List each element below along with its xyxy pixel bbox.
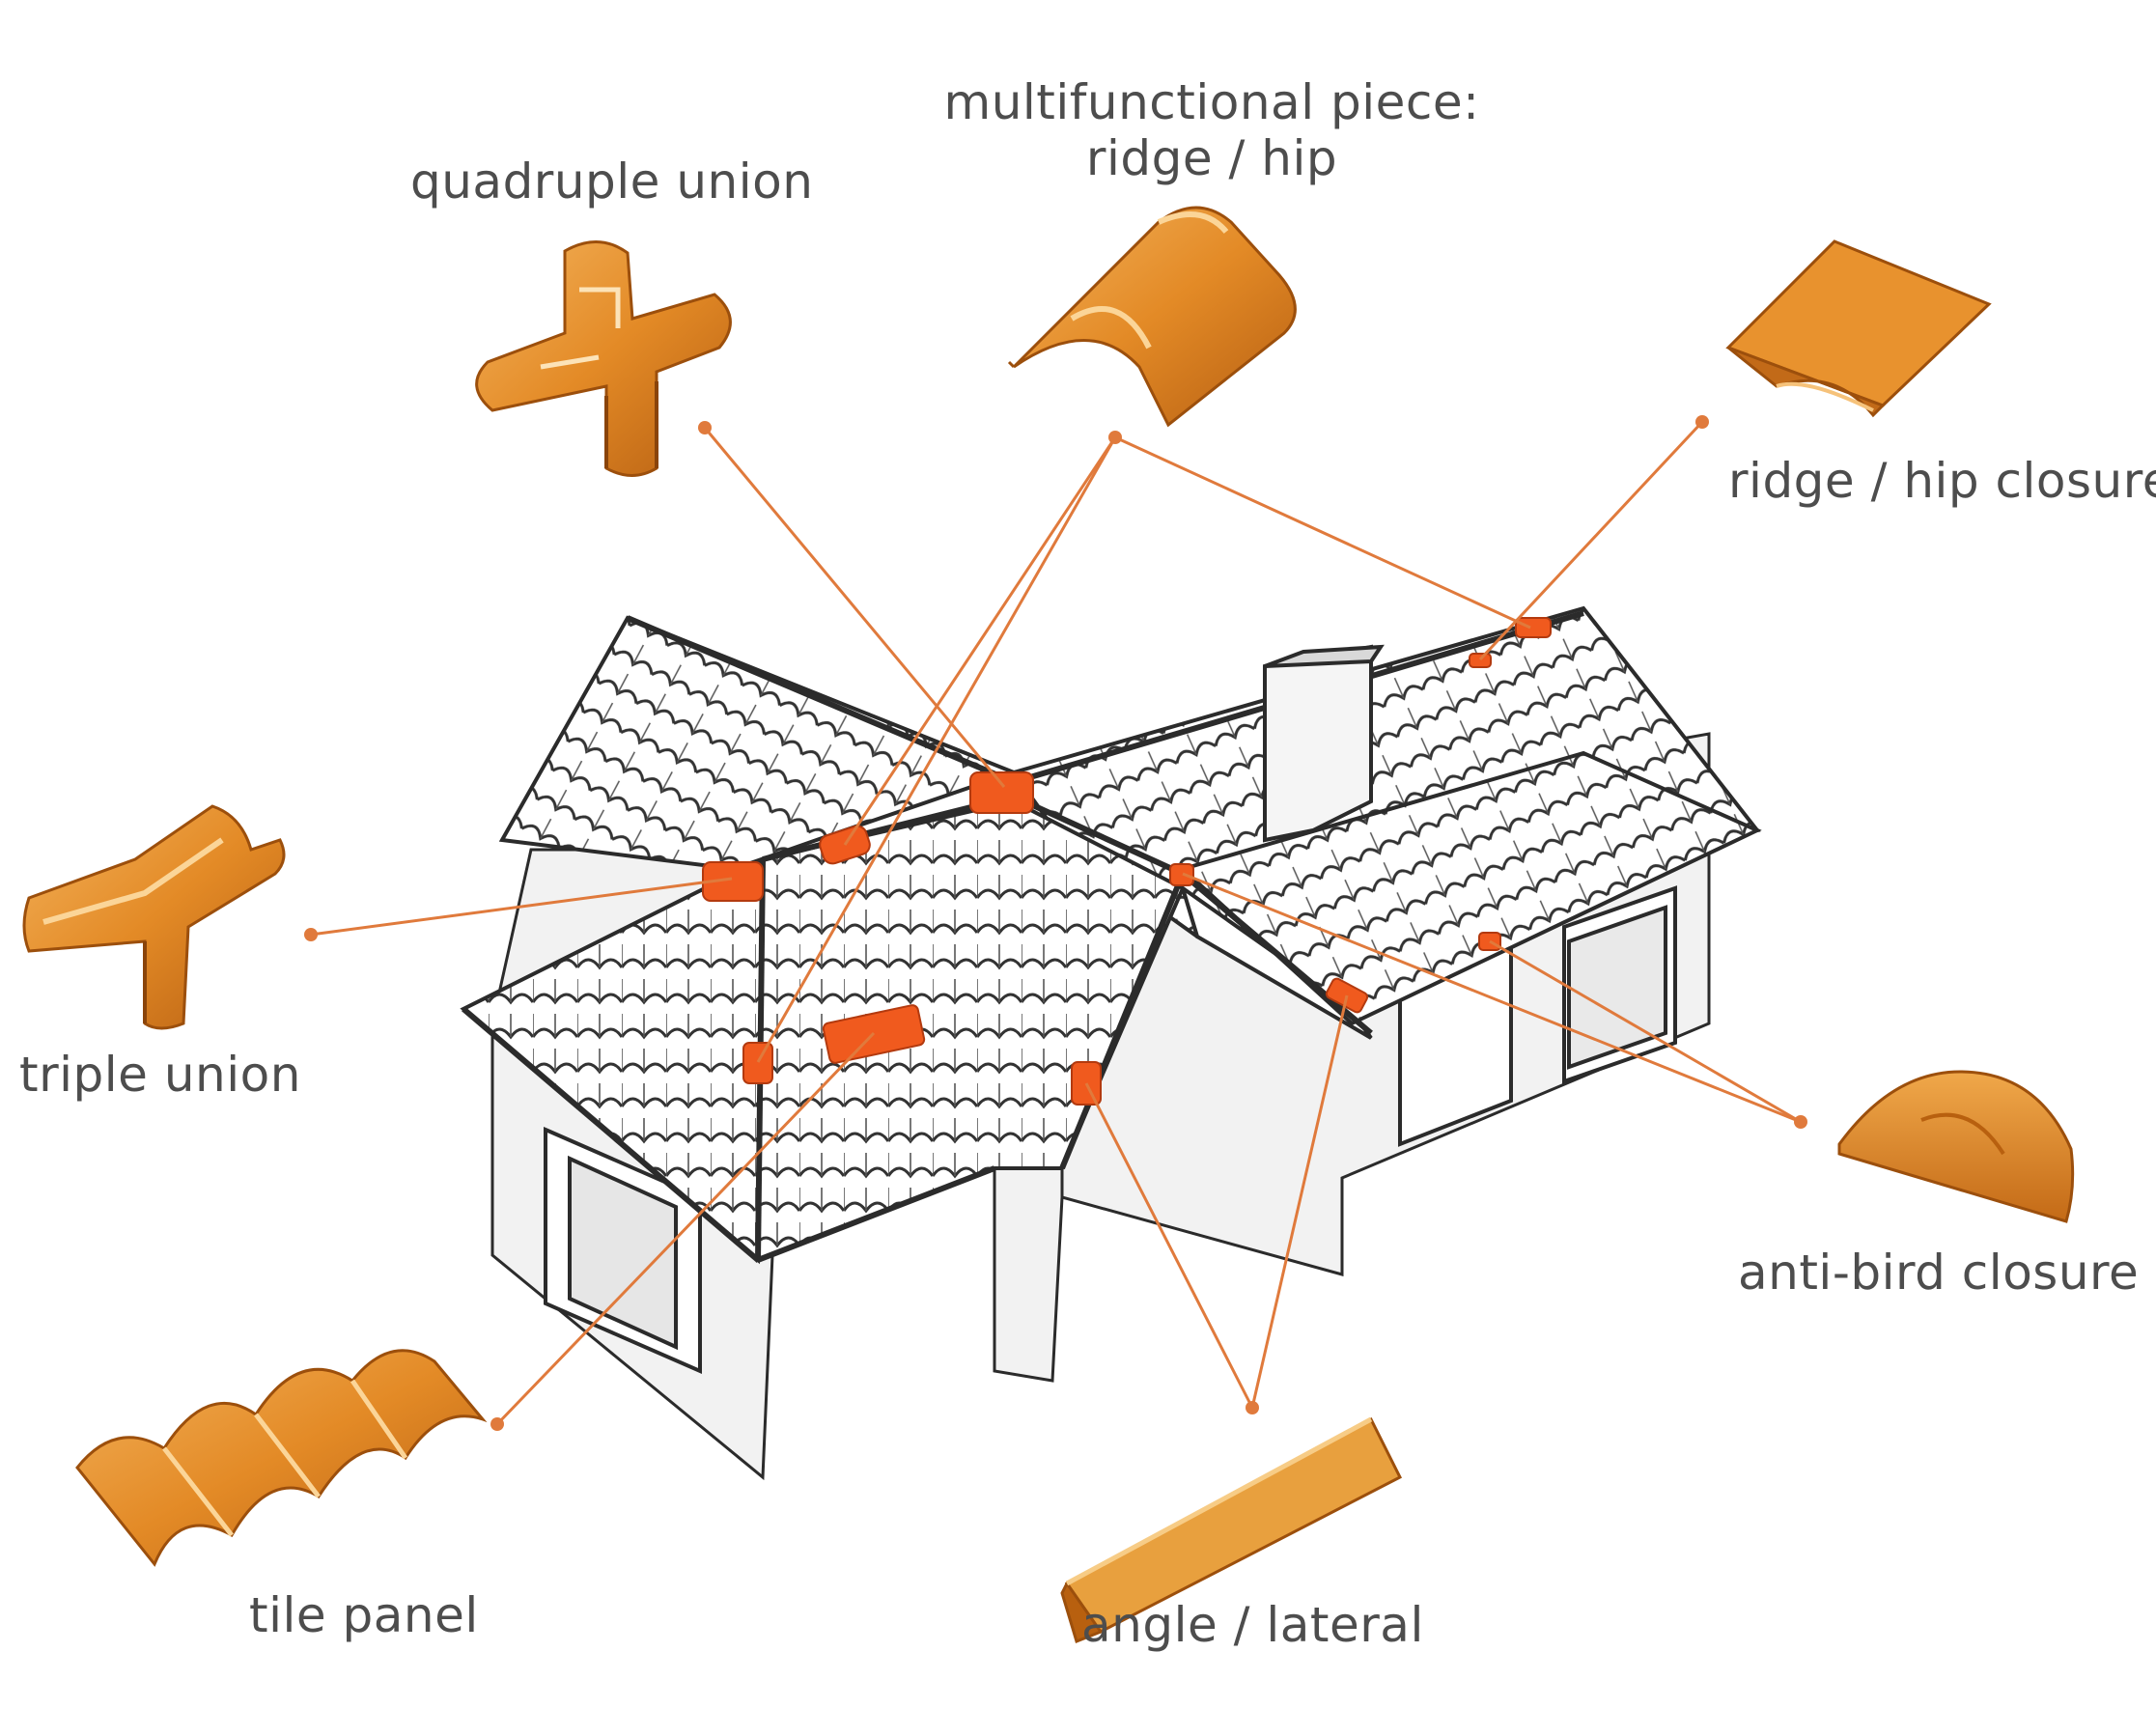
highlight-ridge-closure	[1515, 617, 1552, 638]
highlight-ridge-closure-2	[1469, 653, 1492, 668]
leader-multifunctional-2	[756, 436, 1117, 1063]
leader-ridge-closure	[1478, 420, 1704, 661]
highlight-quadruple-union	[969, 771, 1034, 814]
highlight-anti-bird-1	[1169, 863, 1194, 886]
leader-tile-panel	[495, 1031, 876, 1426]
leader-lines	[310, 420, 1802, 1426]
quadruple-union-icon	[475, 240, 732, 477]
leader-multifunctional-3	[1114, 435, 1531, 630]
label-quadruple-union: quadruple union	[410, 154, 814, 210]
leader-quadruple-union	[703, 427, 1006, 788]
anti-bird-closure-icon	[1837, 1070, 2075, 1223]
label-angle-lateral: angle / lateral	[1081, 1597, 1424, 1653]
chimney	[1263, 644, 1385, 843]
leader-triple-union	[310, 877, 733, 937]
label-multifunctional-line1: multifunctional piece:	[943, 74, 1480, 130]
leader-anti-bird-2	[1489, 939, 1802, 1124]
ridge-hip-piece-icon	[1007, 206, 1297, 428]
leader-dots	[304, 415, 1807, 1431]
leader-multifunctional-1	[843, 436, 1117, 846]
leader-anti-bird-1	[1182, 872, 1802, 1124]
house-illustration	[460, 605, 1762, 1481]
label-ridge-hip-closure: ridge / hip closure	[1728, 453, 2156, 509]
label-multifunctional-line2: ridge / hip	[1085, 129, 1338, 186]
angle-lateral-icon	[1060, 1416, 1403, 1644]
label-triple-union: triple union	[19, 1047, 301, 1103]
triple-union-icon	[22, 804, 286, 1030]
label-anti-bird-closure: anti-bird closure	[1738, 1245, 2140, 1301]
tile-panel-icon	[75, 1349, 488, 1567]
ridge-hip-closure-icon	[1725, 239, 1992, 418]
highlight-hip-piece-front	[742, 1042, 773, 1084]
leader-angle-1	[1084, 1082, 1254, 1409]
label-tile-panel: tile panel	[249, 1587, 479, 1643]
leader-angle-2	[1250, 994, 1349, 1409]
label-multifunctional-piece: multifunctional piece: ridge / hip	[943, 74, 1480, 186]
